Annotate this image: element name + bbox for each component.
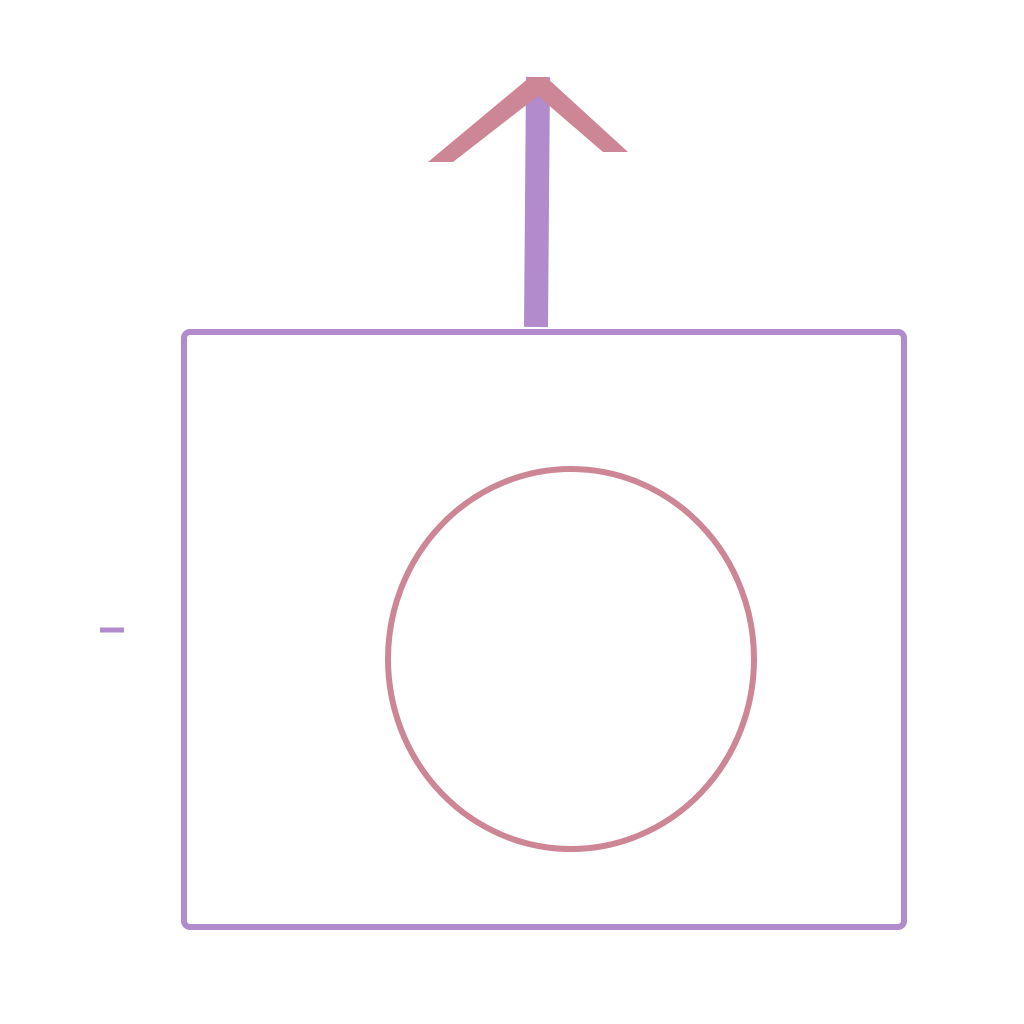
circle-icon <box>385 466 757 852</box>
up-arrow-icon <box>428 77 628 162</box>
square-frame-icon <box>181 329 907 930</box>
arrow-shaft <box>524 76 550 328</box>
